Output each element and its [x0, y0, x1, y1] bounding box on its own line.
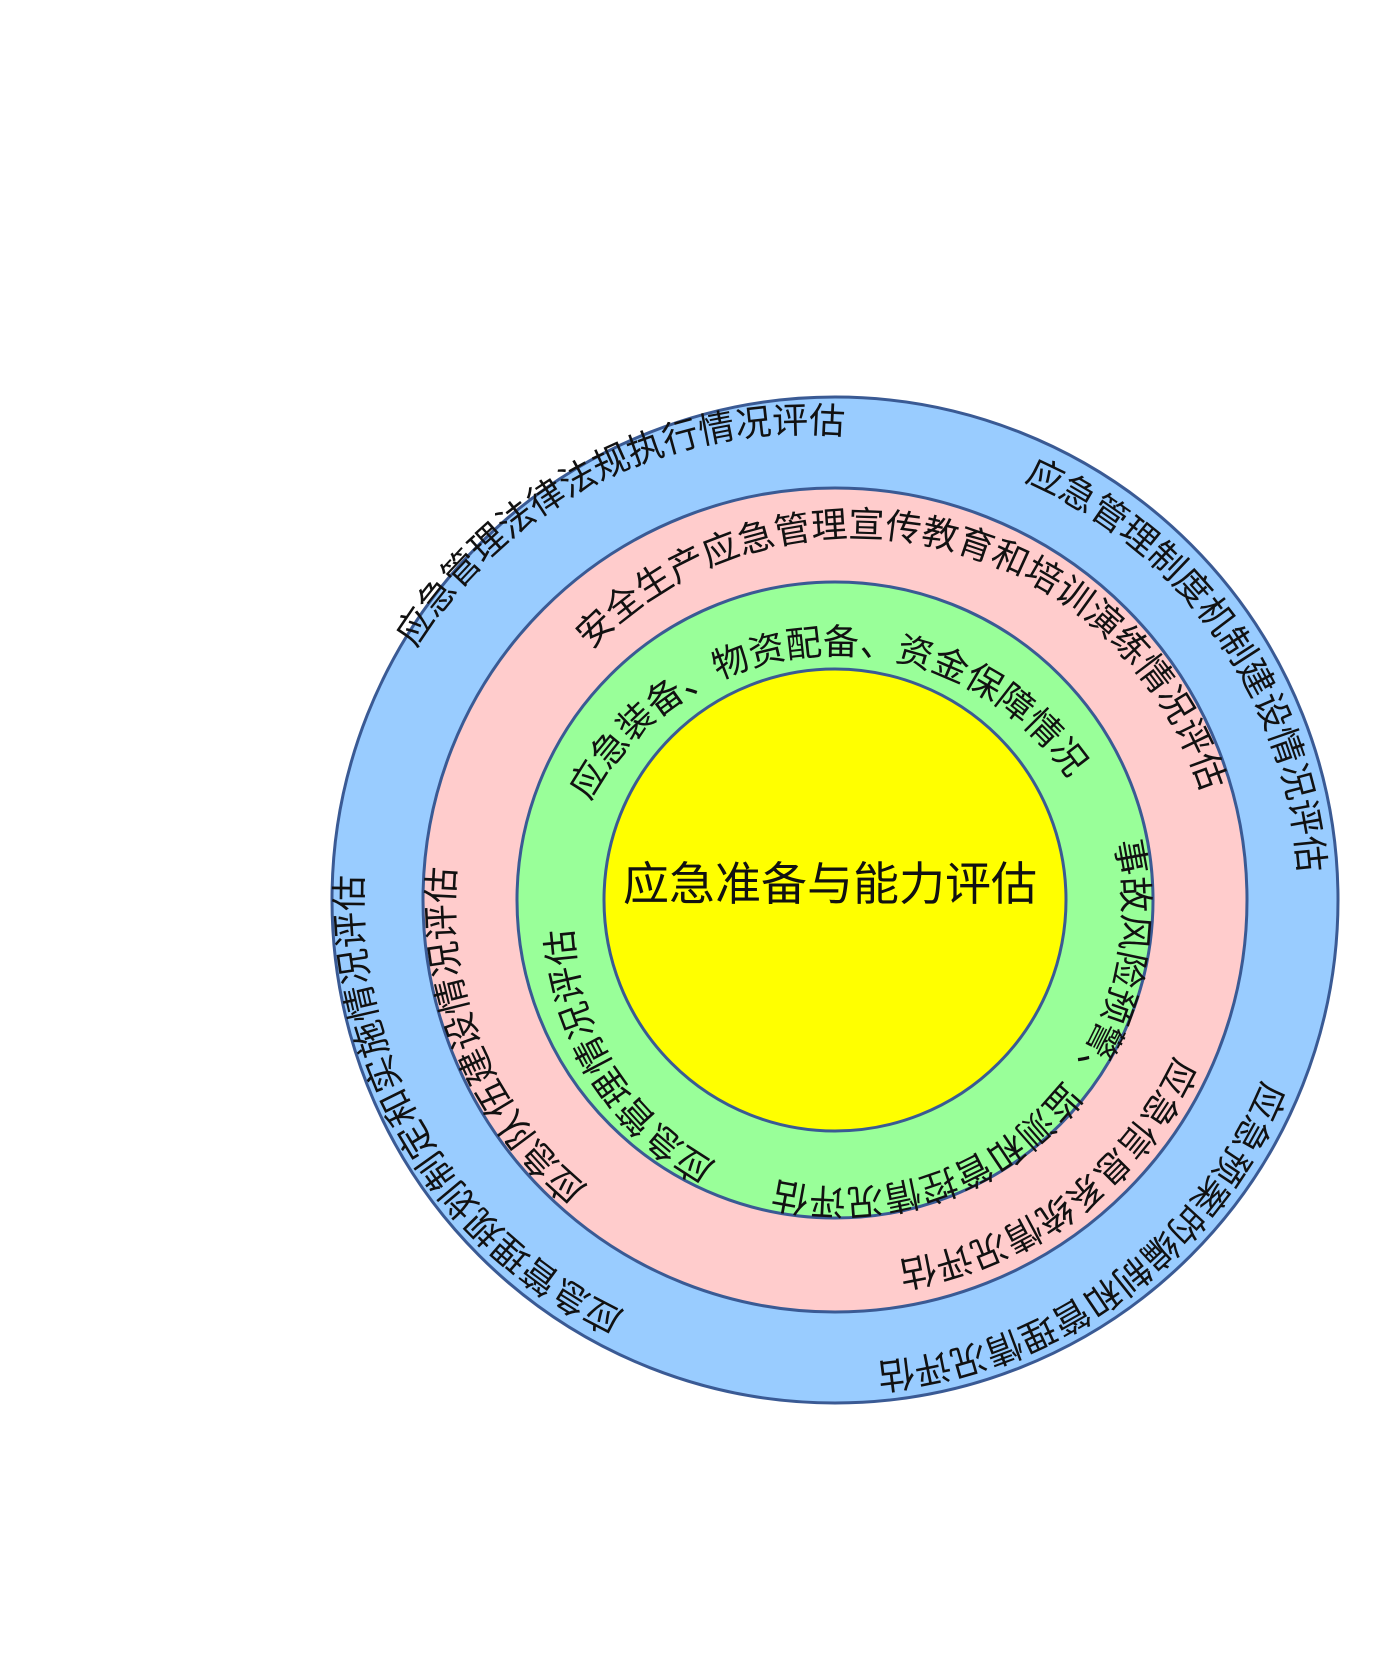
- center-label: 应急准备与能力评估: [623, 857, 1037, 911]
- center-circle: [602, 667, 1068, 1133]
